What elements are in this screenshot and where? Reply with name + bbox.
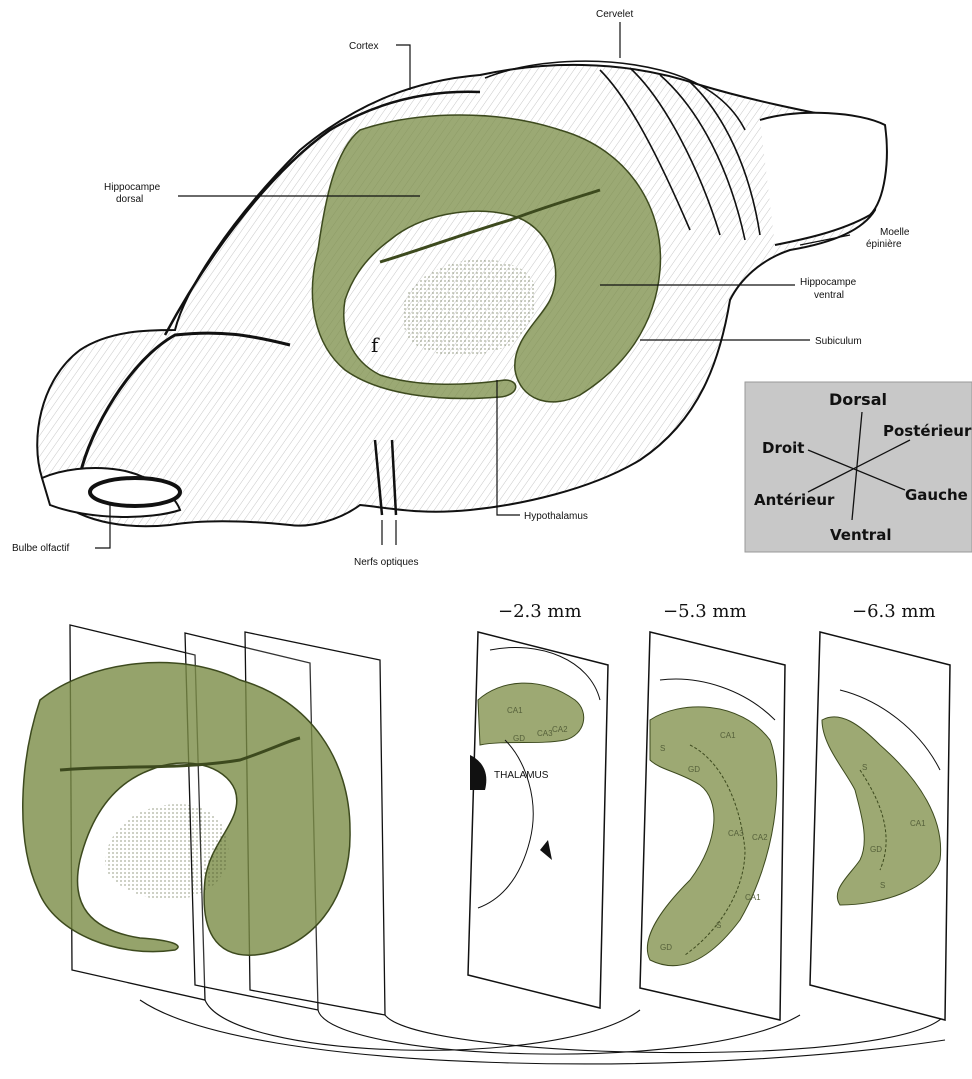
label-hippocampe-ventral-2: ventral xyxy=(814,290,844,301)
orient-gauche: Gauche xyxy=(905,486,968,504)
section-3-gd: GD xyxy=(870,845,882,854)
section-1-ca1: CA1 xyxy=(507,706,523,715)
section-2-ca1b: CA1 xyxy=(745,893,761,902)
section-6-3mm: −6.3 mm S CA1 GD S xyxy=(810,601,950,1020)
section-1-depth: −2.3 mm xyxy=(498,601,582,622)
label-cortex: Cortex xyxy=(349,41,378,52)
section-2-ca1: CA1 xyxy=(720,731,736,740)
olfactory-bulb-tip xyxy=(90,478,180,506)
orient-posterieur: Postérieur xyxy=(883,422,972,440)
section-1-ca3: CA3 xyxy=(537,729,553,738)
label-bulbe-olfactif: Bulbe olfactif xyxy=(12,543,69,554)
label-subiculum: Subiculum xyxy=(815,336,862,347)
orient-anterieur: Antérieur xyxy=(754,491,835,509)
connector-arcs xyxy=(140,1000,945,1064)
label-nerfs-optiques: Nerfs optiques xyxy=(354,557,418,568)
section-2-s: S xyxy=(660,744,665,753)
section-2-depth: −5.3 mm xyxy=(663,601,747,622)
section-5-3mm: −5.3 mm S CA1 GD CA3 CA2 CA1 S GD xyxy=(640,601,785,1020)
label-hippocampe-dorsal-1: Hippocampe xyxy=(104,182,161,193)
label-hippocampe-dorsal-2: dorsal xyxy=(116,194,143,205)
section-2-ca2: CA2 xyxy=(752,833,768,842)
orient-ventral: Ventral xyxy=(830,526,891,544)
section-3-depth: −6.3 mm xyxy=(852,601,936,622)
label-hypothalamus: Hypothalamus xyxy=(524,511,588,522)
orient-dorsal: Dorsal xyxy=(829,390,887,409)
section-1-thalamus: THALAMUS xyxy=(494,770,549,781)
orientation-box: Dorsal Ventral Droit Gauche Antérieur Po… xyxy=(745,382,972,552)
section-3-s2: S xyxy=(880,881,885,890)
section-2-ca3: CA3 xyxy=(728,829,744,838)
label-cervelet: Cervelet xyxy=(596,9,633,20)
spinal-cord xyxy=(760,113,887,245)
orient-droit: Droit xyxy=(762,439,804,457)
section-3-ca1: CA1 xyxy=(910,819,926,828)
label-moelle-2: épinière xyxy=(866,239,902,250)
section-2-gd2: GD xyxy=(660,943,672,952)
section-2-s2: S xyxy=(716,921,721,930)
label-moelle-1: Moelle xyxy=(880,227,910,238)
section-2-3mm: −2.3 mm THALAMUS CA1 CA3 CA2 GD xyxy=(468,601,608,1008)
section-1-ca2: CA2 xyxy=(552,725,568,734)
section-2-gd: GD xyxy=(688,765,700,774)
section-3-s: S xyxy=(862,763,867,772)
section-1-gd: GD xyxy=(513,734,525,743)
label-hippocampe-ventral-1: Hippocampe xyxy=(800,277,857,288)
